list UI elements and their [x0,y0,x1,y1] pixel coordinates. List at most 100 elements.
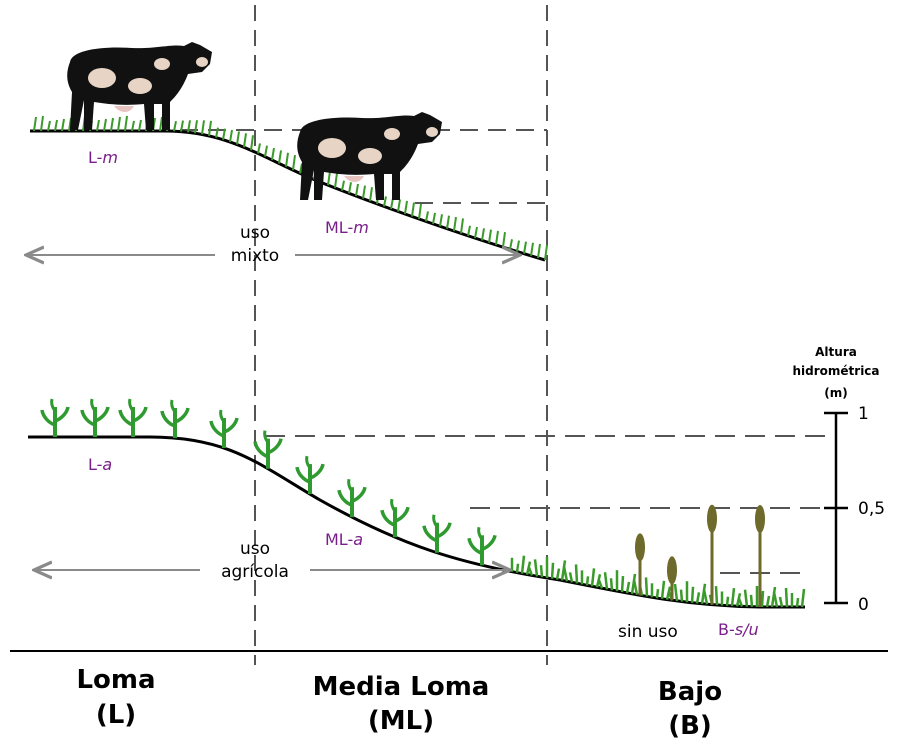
grass-blade [760,590,765,608]
grass-blade [61,118,65,132]
axis-tick-label-0: 0 [858,595,869,615]
grass-blade [515,563,520,573]
crop-plant [422,514,452,553]
grass-blade [725,596,730,606]
bottom-grass [510,555,806,608]
grass-blade [411,202,415,217]
reed-plants [634,504,765,607]
grass-blade [620,576,625,593]
grass-blade [243,133,247,148]
grass-blade [609,578,614,591]
plot-code-loma-agricultural: L-a [88,455,112,474]
grass-blade [660,580,666,600]
grass-blade [509,239,513,250]
grass-blade [544,244,548,261]
no-use-label: sin uso [618,622,678,642]
grass-blade [523,241,527,254]
grass-blade [655,588,660,599]
grass-blade [40,115,44,132]
grass-blade [229,129,233,143]
mixed-use-label-line2: mixto [231,246,279,266]
grass-blade [765,595,771,608]
crop-plant [40,398,70,437]
grass-blade [714,586,719,606]
grass-blade [590,568,596,587]
grass-blade [180,120,184,132]
grass-blade [215,127,219,138]
grass-blade [425,211,429,222]
grass-blade [488,229,492,243]
plot-code-media-loma-agricultural: ML-a [325,530,363,549]
grass-blade [33,116,37,132]
grass-blade [397,199,401,212]
grass-blade [467,225,471,236]
crop-plant [209,409,239,449]
reed-plant [634,533,645,596]
grass-blade [737,598,744,607]
crop-plant [467,526,497,566]
grass-blade [138,119,142,132]
grass-blade [772,591,779,608]
grass-blade [630,573,637,595]
grass-blade [292,155,296,171]
zone-code-loma: (L) [96,700,136,730]
grass-blade [568,572,574,583]
agricultural-use-label-line2: agrícola [221,562,289,582]
reed-plant [754,505,765,607]
grass-blade [574,564,579,584]
crop-plants [40,398,497,566]
zone-name-loma: Loma [76,665,155,695]
grass-blade [460,218,464,234]
grass-blade [702,589,709,605]
grass-blade [131,120,135,132]
grass-blade [695,592,701,604]
grass-blade [383,196,387,207]
grass-blade [446,215,450,229]
grass-blade [644,577,649,597]
grass-blade [257,143,261,154]
grass-blade [208,120,212,137]
grass-blade [250,135,254,151]
grass-blade [54,119,58,132]
grass-blade [690,586,695,603]
axis-tick-label-05: 0,5 [858,499,885,519]
grass-blade [749,594,754,607]
grass-blade [341,180,345,191]
grass-blade [673,583,679,602]
grass-blade [603,572,609,590]
grass-blade [404,200,408,215]
grass-blade [47,120,51,132]
reed-plant [706,504,717,605]
zone-name-media-loma: Media Loma [313,672,490,702]
axis-title-line2: hidrométrica [792,364,879,378]
cow-icon [297,112,442,200]
grass-blade [495,230,499,246]
grass-blade [110,117,114,132]
grass-blade [236,131,240,145]
grass-blade [355,183,359,197]
grass-blade [432,212,436,225]
grass-blade [96,119,100,132]
grass-blade [201,120,205,135]
crop-plant [160,399,190,439]
grass-blade [481,228,485,241]
zone-code-bajo: (B) [668,711,712,741]
grass-blade [334,172,338,189]
grass-blade [800,588,806,608]
grass-blade [784,587,789,608]
grass-blade [527,567,534,576]
grass-blade [103,118,107,132]
grass-blade [533,559,539,577]
grass-blade [124,115,128,132]
grass-blade [271,147,275,161]
grass-blade [159,116,163,132]
grass-blade [264,145,268,157]
grass-blade [539,565,544,578]
grass-blade [555,568,561,580]
agricultural-use-label-line1: uso [240,539,270,559]
grass-blade [795,597,800,608]
grass-blade [743,589,749,607]
grass-blade [173,120,177,132]
